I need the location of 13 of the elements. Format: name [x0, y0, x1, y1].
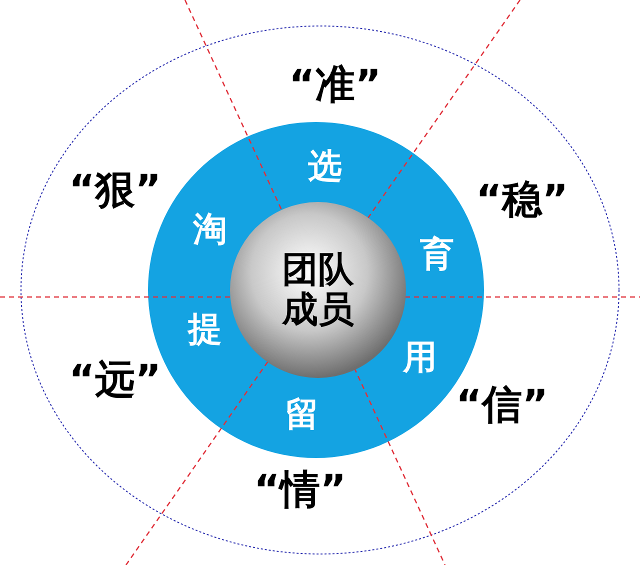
ring-word: 育	[420, 236, 454, 274]
ring-word: 提	[188, 311, 222, 349]
ring-word: 用	[403, 339, 437, 377]
outer-word: “准”	[288, 63, 382, 107]
outer-word: “远”	[68, 358, 162, 402]
outer-word: “狠”	[68, 168, 162, 212]
ring-word: 选	[308, 148, 342, 186]
ring-word: 留	[285, 396, 319, 434]
ring-word: 淘	[193, 211, 227, 249]
outer-word: “信”	[456, 383, 548, 427]
center-text: 团队成员	[281, 250, 355, 330]
outer-word: “稳”	[476, 178, 568, 222]
outer-word: “情”	[254, 468, 346, 512]
